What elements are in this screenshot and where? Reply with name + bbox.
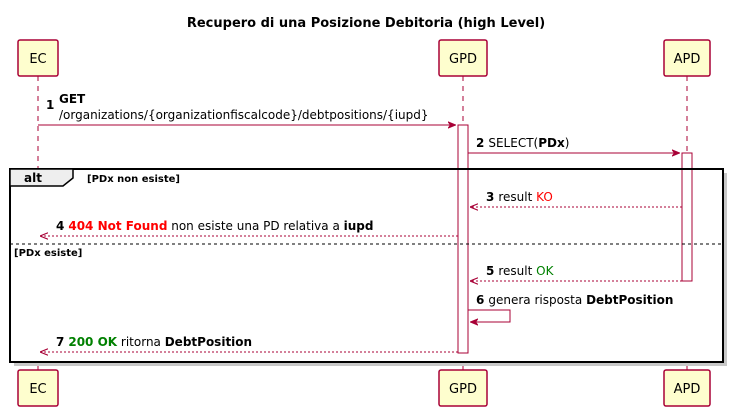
svg-text:/organizations/{organizationfi: /organizations/{organizationfiscalcode}/…	[59, 108, 429, 122]
participant-gpd-bottom: GPD	[438, 369, 488, 407]
alt-frame-bg	[10, 169, 723, 362]
activation-gpd	[457, 124, 469, 354]
alt-keyword: alt	[24, 171, 42, 185]
alt-guard-2: [PDx esiste]	[14, 248, 82, 259]
svg-text:APD: APD	[674, 52, 701, 67]
diagram-title: Recupero di una Posizione Debitoria (hig…	[187, 16, 545, 31]
svg-text:GET: GET	[59, 92, 86, 106]
svg-text:GPD: GPD	[449, 52, 477, 67]
message-1: 1 GET /organizations/{organizationfiscal…	[38, 92, 456, 125]
svg-text:GPD: GPD	[449, 382, 477, 397]
alt-frame	[9, 168, 724, 363]
participant-apd-top: APD	[663, 39, 711, 77]
activation-apd	[681, 152, 693, 282]
participant-apd-bottom: APD	[663, 369, 711, 407]
svg-text:1: 1	[46, 98, 54, 112]
svg-text:EC: EC	[29, 52, 46, 67]
alt-frame-tab	[9, 168, 74, 187]
svg-text:EC: EC	[29, 382, 46, 397]
svg-text:APD: APD	[674, 382, 701, 397]
alt-guard-1: [PDx non esiste]	[87, 174, 180, 185]
participant-ec-bottom: EC	[17, 369, 59, 407]
participant-gpd-top: GPD	[438, 39, 488, 77]
participant-ec-top: EC	[17, 39, 59, 77]
